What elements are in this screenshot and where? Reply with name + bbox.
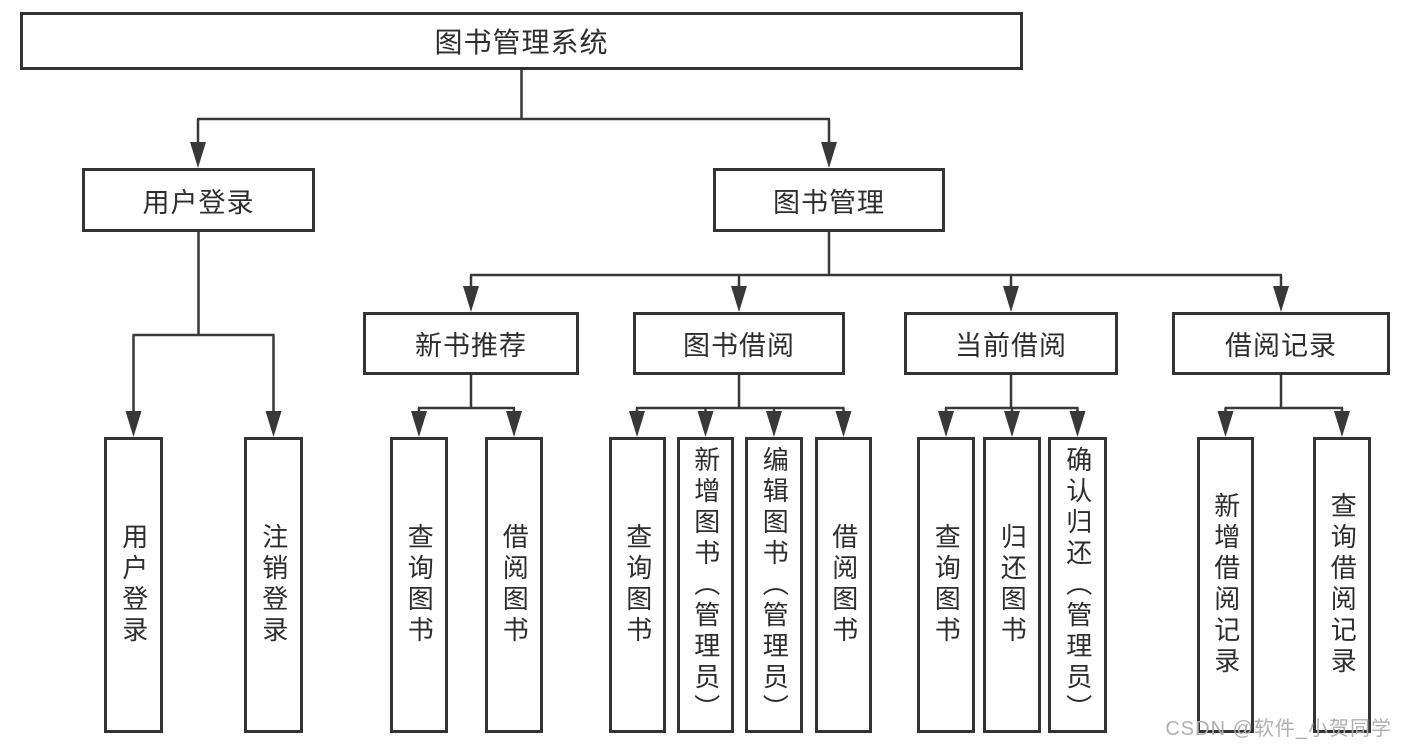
leaf-records-query-record: 查询借阅记录: [1313, 437, 1371, 733]
node-label: 当前借阅: [955, 331, 1067, 361]
leaf-borrowing-query-books: 查询图书: [609, 437, 666, 733]
leaf-label: 查询图书: [404, 523, 435, 647]
csdn-watermark: CSDN @软件_小贺同学: [1165, 718, 1392, 740]
node-label: 借阅记录: [1225, 331, 1337, 361]
leaf-borrowing-add-books-admin: 新增图书（管理员）: [677, 437, 734, 733]
leaf-label: 确认归还（管理员）: [1062, 445, 1093, 725]
leaf-user-login: 用户登录: [104, 437, 163, 733]
leaf-label: 借阅图书: [499, 523, 530, 647]
leaf-label: 归还图书: [997, 523, 1028, 647]
leaf-label: 新增图书（管理员）: [690, 445, 721, 725]
leaf-label: 编辑图书（管理员）: [759, 445, 790, 725]
node-label: 用户登录: [142, 187, 255, 218]
leaf-label: 查询借阅记录: [1327, 492, 1358, 678]
node-book-borrowing: 图书借阅: [633, 312, 845, 375]
node-label: 新书推荐: [415, 331, 527, 361]
node-label: 图书管理系统: [434, 27, 609, 58]
leaf-current-confirm-return-admin: 确认归还（管理员）: [1048, 437, 1107, 733]
leaf-label: 查询图书: [622, 523, 653, 647]
leaf-label: 借阅图书: [828, 523, 859, 647]
leaf-current-return-books: 归还图书: [983, 437, 1041, 733]
leaf-recommend-query-books: 查询图书: [390, 437, 448, 733]
leaf-borrowing-edit-books-admin: 编辑图书（管理员）: [745, 437, 803, 733]
leaf-borrowing-borrow-books: 借阅图书: [815, 437, 872, 733]
node-label: 图书管理: [773, 187, 885, 218]
node-borrowing-records: 借阅记录: [1172, 312, 1390, 375]
node-user-login: 用户登录: [82, 168, 315, 232]
node-label: 图书借阅: [683, 331, 795, 361]
node-current-borrowing: 当前借阅: [904, 312, 1118, 375]
leaf-logout-login: 注销登录: [244, 437, 303, 733]
arrowheads: [125, 142, 1350, 437]
leaf-records-add-record: 新增借阅记录: [1197, 437, 1254, 733]
leaf-recommend-borrow-books: 借阅图书: [485, 437, 543, 733]
node-library-system: 图书管理系统: [20, 12, 1023, 70]
leaf-label: 新增借阅记录: [1210, 492, 1241, 678]
leaf-label: 查询图书: [931, 523, 962, 647]
node-new-book-recommendation: 新书推荐: [363, 312, 579, 375]
node-book-management: 图书管理: [713, 168, 945, 232]
leaf-label: 用户登录: [118, 523, 149, 647]
leaf-label: 注销登录: [258, 523, 289, 647]
leaf-current-query-books: 查询图书: [917, 437, 975, 733]
